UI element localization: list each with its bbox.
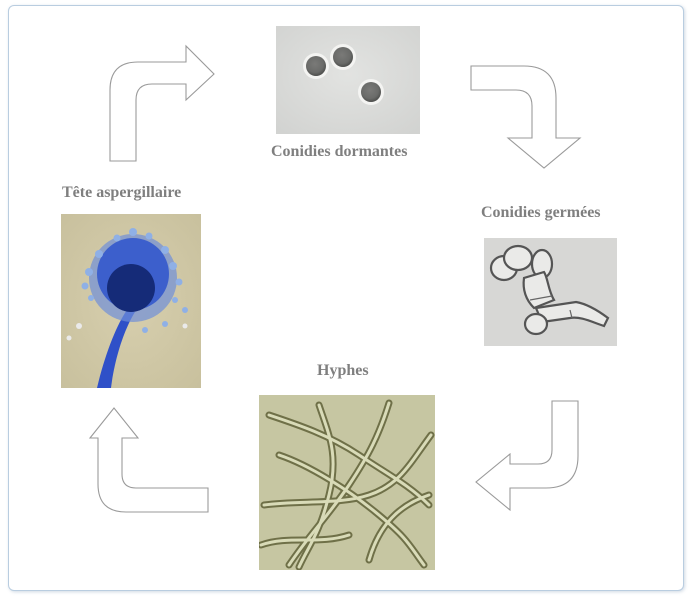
label-conidies-dormantes: Conidies dormantes	[271, 143, 408, 160]
conidies-germees-image	[484, 238, 617, 346]
label-conidies-germees: Conidies germées	[481, 204, 601, 221]
arrow-tete-to-dormantes	[109, 44, 215, 162]
arrow-dormantes-to-germees	[470, 65, 582, 169]
arrow-germees-to-hyphes	[475, 400, 579, 512]
label-hyphes: Hyphes	[317, 362, 369, 379]
arrow-hyphes-to-tete	[88, 407, 209, 513]
conidies-dormantes-image	[276, 26, 420, 134]
label-tete-aspergillaire: Tête aspergillaire	[62, 184, 182, 201]
tete-aspergillaire-image	[61, 214, 201, 388]
hyphes-image	[259, 395, 435, 570]
